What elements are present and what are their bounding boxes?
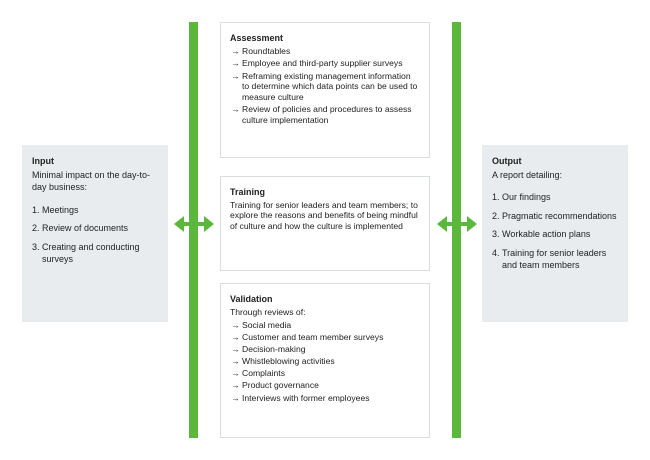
list-item: →Complaints [231,368,285,379]
arrow-right-icon: → [231,392,240,403]
output-list-item: 3.Workable action plans [492,229,591,239]
list-item: →Interviews with former employees [231,392,370,403]
arrow-right-icon: → [231,58,240,68]
input-list-item: 3.Creating and conducting surveys [32,241,140,265]
list-item: →Product governance [231,380,319,391]
validation-box: Validation Through reviews of: →Social m… [220,283,430,438]
validation-description: Through reviews of: [230,306,306,317]
arrow-right-icon: → [231,332,240,343]
list-item: →Whistleblowing activities [231,356,335,367]
output-list: 1.Our findings 2.Pragmatic recommendatio… [492,191,618,272]
list-item: →Roundtables [231,45,291,56]
training-description: Training for senior leaders and team mem… [230,199,418,231]
input-list-item: 2.Review of documents [32,223,129,233]
arrow-right-icon: → [231,70,240,81]
validation-list: →Social media →Customer and team member … [230,320,420,403]
output-list-item: 2.Pragmatic recommendations [492,210,617,221]
list-item: →Employee and third-party supplier surve… [231,58,403,68]
output-list-item: 4.Training for senior leaders and team m… [492,247,607,271]
input-panel: Input Minimal impact on the day-to-day b… [22,145,168,322]
assessment-box: Assessment →Roundtables →Employee and th… [220,22,430,158]
output-panel: Output A report detailing: 1.Our finding… [482,145,628,322]
output-description: A report detailing: [492,169,563,180]
assessment-title: Assessment [230,33,284,43]
arrow-right-icon: → [231,380,240,391]
input-title: Input [32,156,54,166]
arrow-right-icon: → [231,356,240,367]
double-arrow-icon [437,216,477,232]
input-list: 1.Meetings 2.Review of documents 3.Creat… [32,204,158,266]
assessment-list: →Roundtables →Employee and third-party s… [230,46,420,126]
training-box: Training Training for senior leaders and… [220,176,430,271]
input-list-item: 1.Meetings [32,204,79,215]
output-title: Output [492,156,522,166]
list-item: →Social media [231,320,292,330]
arrow-right-icon: → [231,320,240,330]
left-green-bar [189,22,198,438]
list-item: →Decision-making [231,344,306,355]
arrow-right-icon: → [231,104,240,114]
arrow-right-icon: → [231,45,240,56]
list-item: →Review of policies and procedures to as… [231,104,412,125]
arrow-right-icon: → [231,368,240,379]
arrow-right-icon: → [231,344,240,355]
list-item: →Reframing existing management informati… [231,70,418,102]
double-arrow-icon [174,216,214,232]
right-green-bar [452,22,461,438]
validation-title: Validation [230,294,273,304]
output-list-item: 1.Our findings [492,192,551,202]
list-item: →Customer and team member surveys [231,332,384,343]
input-description: Minimal impact on the day-to-day busines… [32,169,151,193]
training-title: Training [230,187,266,197]
